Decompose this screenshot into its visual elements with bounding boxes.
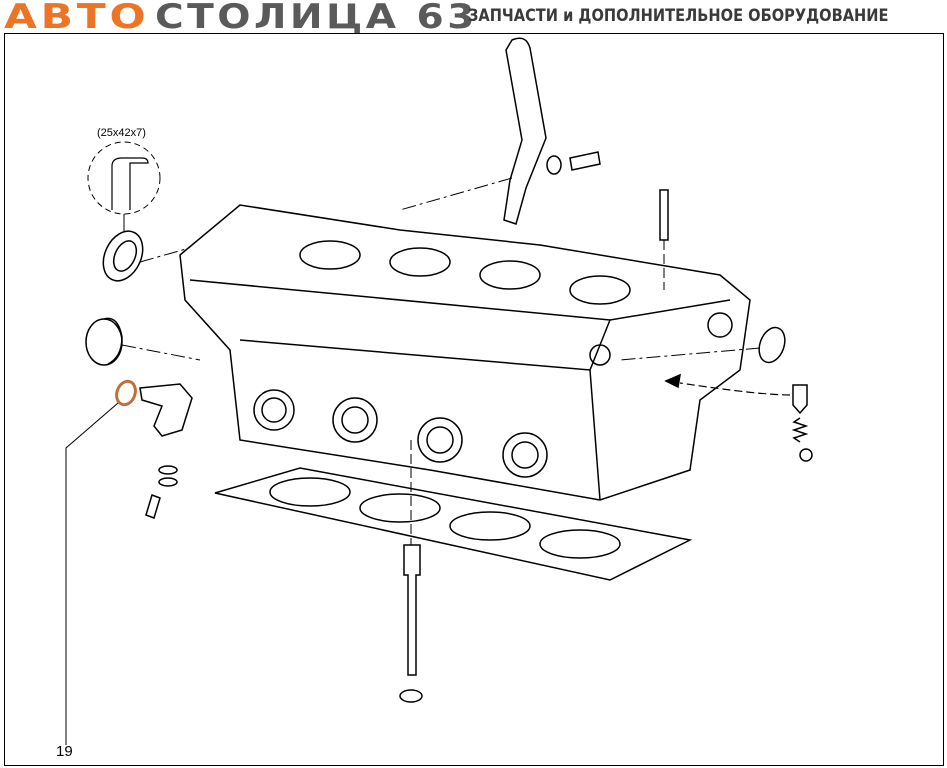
logo-text-stolitsa: СТОЛИЦА 63 [155,0,478,37]
logo-text-avto: АВТО [4,0,150,37]
head-bolt [403,544,421,676]
lifting-bracket [503,37,547,225]
header-tagline: ЗАПЧАСТИ и ДОПОЛНИТЕЛЬНОЕ ОБОРУДОВАНИЕ [468,6,889,26]
head-bolt-washer [399,689,423,703]
diagram-frame [4,33,944,766]
seal-profile [111,157,149,210]
top-bolt [659,189,669,241]
seal-detail-circle [87,141,161,215]
plug-cap-right [758,326,786,364]
site-header: АВТО СТОЛИЦА 63 ЗАПЧАСТИ и ДОПОЛНИТЕЛЬНО… [0,0,947,37]
head-gasket [214,467,693,581]
oil-seal [102,230,144,282]
callout-number: 19 [56,743,73,760]
washer [546,155,562,175]
insertion-arrow [679,382,791,396]
sealing-cap [85,317,123,366]
bracket-bolt [569,151,601,171]
camshaft-sensor [139,383,193,519]
seal-dimension-label: (25x42x7) [97,127,146,139]
valve-ball [799,448,813,462]
cylinder-head [179,204,751,501]
o-ring-highlighted [115,379,137,407]
check-valve-body [792,384,808,415]
valve-spring [791,417,809,443]
callout-leader-line [65,402,119,745]
